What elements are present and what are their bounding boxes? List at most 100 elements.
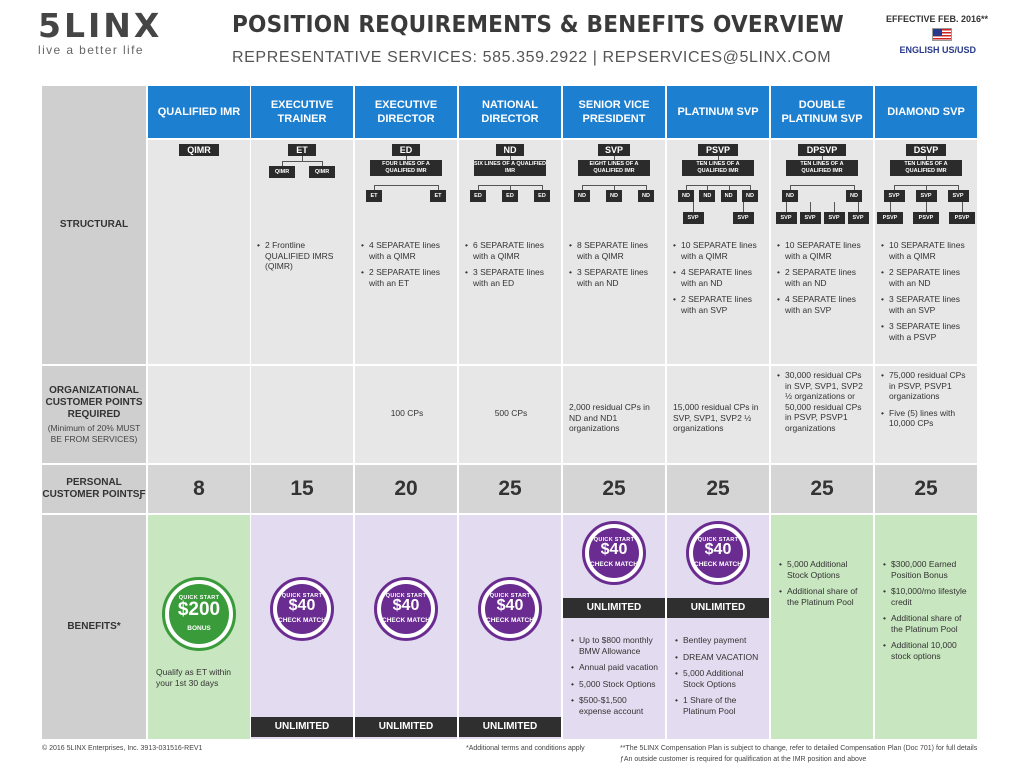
row-label-benefits: BENEFITS* (42, 515, 146, 739)
benefit-item: DREAM VACATION (675, 652, 763, 663)
benefits-cell-dsvp: $300,000 Earned Position Bonus$10,000/mo… (875, 515, 977, 739)
badge-bottom-text: CHECK MATCH (382, 617, 430, 624)
diagram-connector (686, 185, 687, 190)
diagram-node: SVP (883, 190, 905, 202)
effective-date: EFFECTIVE FEB. 2016** (885, 14, 988, 24)
org-cp-cell-et (251, 366, 353, 463)
badge-bottom-text: CHECK MATCH (694, 561, 742, 568)
structural-requirement: 3 SEPARATE lines with a PSVP (881, 321, 973, 342)
personal-cp-nd: 25 (459, 465, 561, 513)
diagram-connector (822, 156, 823, 160)
diagram-connector (890, 202, 891, 212)
diagram-node: ED (470, 190, 486, 202)
diagram-connector (646, 185, 647, 190)
row-label-personal-cp: PERSONAL CUSTOMER POINTSƒ (42, 465, 146, 513)
structural-requirements-svp: 8 SEPARATE lines with a QIMR3 SEPARATE l… (569, 240, 661, 294)
diagram-node: SVP (775, 212, 797, 224)
diagram-node: ND (720, 190, 737, 202)
diagram-node: ND (638, 190, 654, 202)
diagram-connector (542, 185, 543, 190)
diagram-connector (510, 185, 511, 190)
org-cp-list-dsvp: 75,000 residual CPs in PSVP, PSVP1 organ… (881, 370, 973, 435)
structural-requirement: 3 SEPARATE lines with an ED (465, 267, 557, 288)
diagram-connector (962, 202, 963, 212)
badge-amount: $40 (600, 541, 628, 558)
badge-bottom-text: CHECK MATCH (278, 617, 326, 624)
structural-requirements-ed: 4 SEPARATE lines with a QIMR2 SEPARATE l… (361, 240, 453, 294)
structural-requirement: 8 SEPARATE lines with a QIMR (569, 240, 661, 261)
position-abbr-psvp: PSVP (698, 144, 738, 156)
org-cp-value: 75,000 residual CPs in PSVP, PSVP1 organ… (881, 370, 973, 402)
structural-requirement: 2 Frontline QUALIFIED IMRS (QIMR) (257, 240, 349, 272)
position-abbr-nd: ND (496, 144, 524, 156)
structural-requirements-et: 2 Frontline QUALIFIED IMRS (QIMR) (257, 240, 349, 278)
badge-top-text: QUICK START (489, 593, 531, 599)
diagram-node: ET (366, 190, 382, 202)
benefit-item: Additional share of the Platinum Pool (779, 586, 867, 607)
structural-requirement: 2 SEPARATE lines with an ND (777, 267, 869, 288)
footer-customer-note: ƒAn outside customer is required for qua… (620, 756, 867, 763)
diagram-connector (750, 185, 751, 190)
diagram-node: SVP (947, 190, 969, 202)
badge-bottom-text: CHECK MATCH (590, 561, 638, 568)
column-header-psvp: PLATINUM SVP (667, 86, 769, 138)
header: 5LINX live a better life POSITION REQUIR… (0, 0, 1024, 82)
diagram-connector (282, 161, 322, 162)
diagram-connector (790, 185, 854, 186)
diagram-connector (926, 185, 927, 190)
structural-requirement: 2 SEPARATE lines with an ND (881, 267, 973, 288)
row-label-structural: STRUCTURAL (42, 86, 146, 364)
structural-requirement: 10 SEPARATE lines with a QIMR (673, 240, 765, 261)
personal-cp-dsvp: 25 (875, 465, 977, 513)
diagram-connector (478, 185, 479, 190)
diagram-node: ND (846, 190, 862, 202)
badge-amount: $40 (392, 597, 420, 614)
org-cp-list-dpsvp: 30,000 residual CPs in SVP, SVP1, SVP2 ½… (777, 370, 869, 439)
personal-cp-qimr: 8 (148, 465, 250, 513)
column-header-ed: EXECUTIVE DIRECTOR (355, 86, 457, 138)
badge-bottom-text: BONUS (187, 625, 211, 632)
personal-cp-psvp: 25 (667, 465, 769, 513)
page-title: POSITION REQUIREMENTS & BENEFITS OVERVIE… (232, 12, 844, 38)
benefit-item: $10,000/mo lifestyle credit (883, 586, 971, 607)
diagram-node: ND (606, 190, 622, 202)
diagram-node: PSVP (949, 212, 975, 224)
diagram-node: ED (534, 190, 550, 202)
benefits-cell-dpsvp: 5,000 Additional Stock OptionsAdditional… (771, 515, 873, 739)
diagram-node: SVP (823, 212, 845, 224)
diagram-connector (302, 156, 303, 161)
diagram-connector (926, 202, 927, 212)
footer-plan-note: **The 5LINX Compensation Plan is subject… (620, 745, 978, 752)
structural-requirement: 3 SEPARATE lines with an SVP (881, 294, 973, 315)
org-cp-value: 100 CPs (390, 408, 424, 418)
diagram-node: PSVP (913, 212, 939, 224)
diagram-connector (810, 202, 811, 212)
diagram-connector (926, 156, 927, 160)
diagram-connector (728, 185, 730, 190)
unlimited-label: UNLIMITED (563, 598, 665, 618)
structural-requirement: 6 SEPARATE lines with a QIMR (465, 240, 557, 261)
diagram-node: QIMR (309, 166, 335, 178)
structural-requirement: 4 SEPARATE lines with an SVP (777, 294, 869, 315)
structural-cell-qimr: QIMR (148, 140, 250, 364)
diagram-lines-box: EIGHT LINES OF A QUALIFIED IMR (578, 160, 650, 176)
structural-requirements-dsvp: 10 SEPARATE lines with a QIMR2 SEPARATE … (881, 240, 973, 348)
benefit-text: Qualify as ET within your 1st 30 days (156, 667, 231, 688)
diagram-node: QIMR (269, 166, 295, 178)
diagram-connector (693, 202, 694, 212)
diagram-node: ND (742, 190, 758, 202)
logo-wordmark: 5LINX (38, 6, 163, 45)
position-abbr-qimr: QIMR (179, 144, 219, 156)
column-header-dpsvp: DOUBLE PLATINUM SVP (771, 86, 873, 138)
